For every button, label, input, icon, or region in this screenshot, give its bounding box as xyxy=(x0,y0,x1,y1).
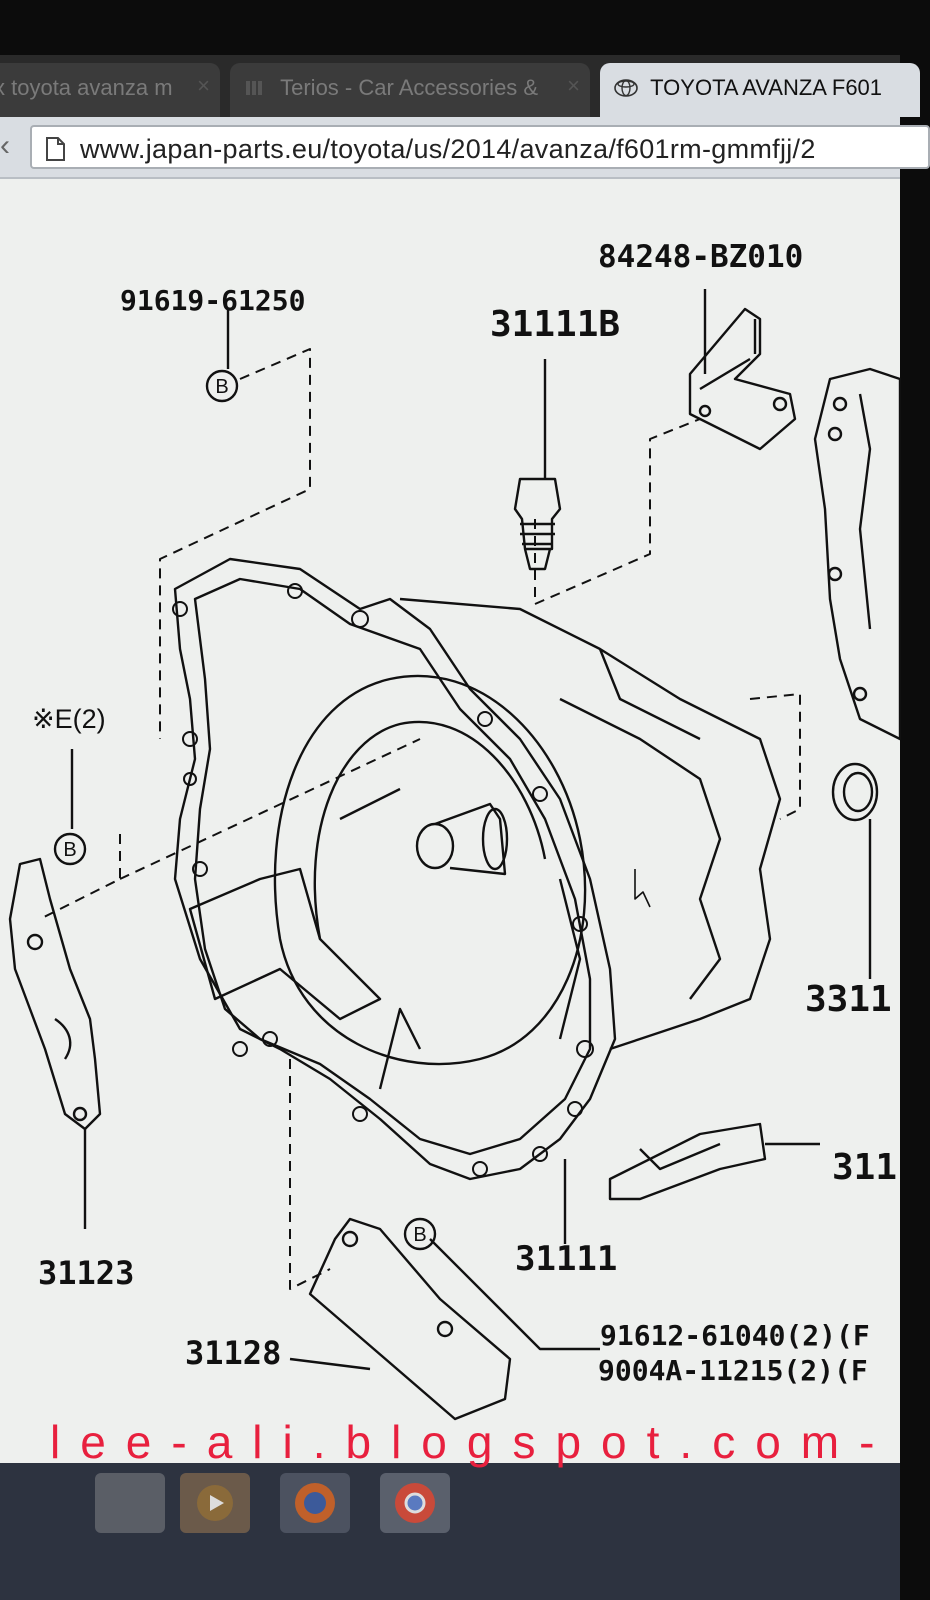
blog-watermark: lee-ali.blogspot.com- xyxy=(50,1416,895,1468)
balloon-b-2: B xyxy=(63,839,76,861)
address-bar[interactable]: www.japan-parts.eu/toyota/us/2014/avanza… xyxy=(30,125,930,169)
tab-toyota-avanza[interactable]: x toyota avanza m × xyxy=(0,63,220,117)
part-label-31123[interactable]: 31123 xyxy=(38,1254,135,1292)
browser-toolbar: ‹ www.japan-parts.eu/toyota/us/2014/avan… xyxy=(0,117,930,179)
part-label-84248-bz010[interactable]: 84248-BZ010 xyxy=(598,239,804,275)
part-label-91612-61040[interactable]: 91612-61040(2)(F xyxy=(600,1319,870,1352)
tab-label: TOYOTA AVANZA F601 xyxy=(650,75,883,100)
balloon-b-3: B xyxy=(413,1224,426,1246)
tab-strip: x toyota avanza m × Terios - Car Accesso… xyxy=(0,55,920,117)
close-icon[interactable]: × xyxy=(197,73,210,98)
part-label-31128[interactable]: 31128 xyxy=(185,1334,282,1372)
part-label-3311[interactable]: 3311 xyxy=(805,979,892,1020)
tab-label: Terios - Car Accessories & xyxy=(280,75,539,100)
tab-toyota-avanza-f601[interactable]: TOYOTA AVANZA F601 xyxy=(600,63,920,117)
parts-diagram-page: B B B 84248-BZ010 91619-61250 31111B ※E(… xyxy=(0,179,902,1469)
page-icon xyxy=(44,136,66,167)
windows-taskbar xyxy=(0,1463,900,1600)
media-player-icon[interactable] xyxy=(180,1473,250,1533)
close-icon[interactable]: × xyxy=(567,73,580,98)
url-text[interactable]: www.japan-parts.eu/toyota/us/2014/avanza… xyxy=(80,134,816,164)
part-label-31111[interactable]: 31111 xyxy=(515,1239,618,1279)
monitor-screen: x toyota avanza m × Terios - Car Accesso… xyxy=(0,55,930,1600)
back-arrow-icon[interactable]: ‹ xyxy=(0,129,10,162)
part-label-e2[interactable]: ※E(2) xyxy=(32,704,106,734)
part-label-9004a-11215[interactable]: 9004A-11215(2)(F xyxy=(598,1354,868,1387)
firefox-icon[interactable] xyxy=(280,1473,350,1533)
tab-label: x toyota avanza m xyxy=(0,75,173,100)
bookmark-icon xyxy=(244,78,264,98)
transmission-case-diagram: B B B xyxy=(8,289,902,1421)
balloon-b-1: B xyxy=(215,376,228,398)
taskbar-app-icon[interactable] xyxy=(95,1473,165,1533)
tab-terios-accessories[interactable]: Terios - Car Accessories & × xyxy=(230,63,590,117)
part-label-311[interactable]: 311 xyxy=(832,1147,898,1188)
chrome-icon[interactable] xyxy=(380,1473,450,1533)
toyota-logo-icon xyxy=(614,78,638,98)
part-label-91619-61250[interactable]: 91619-61250 xyxy=(120,284,306,317)
part-label-31111b[interactable]: 31111B xyxy=(490,304,621,345)
